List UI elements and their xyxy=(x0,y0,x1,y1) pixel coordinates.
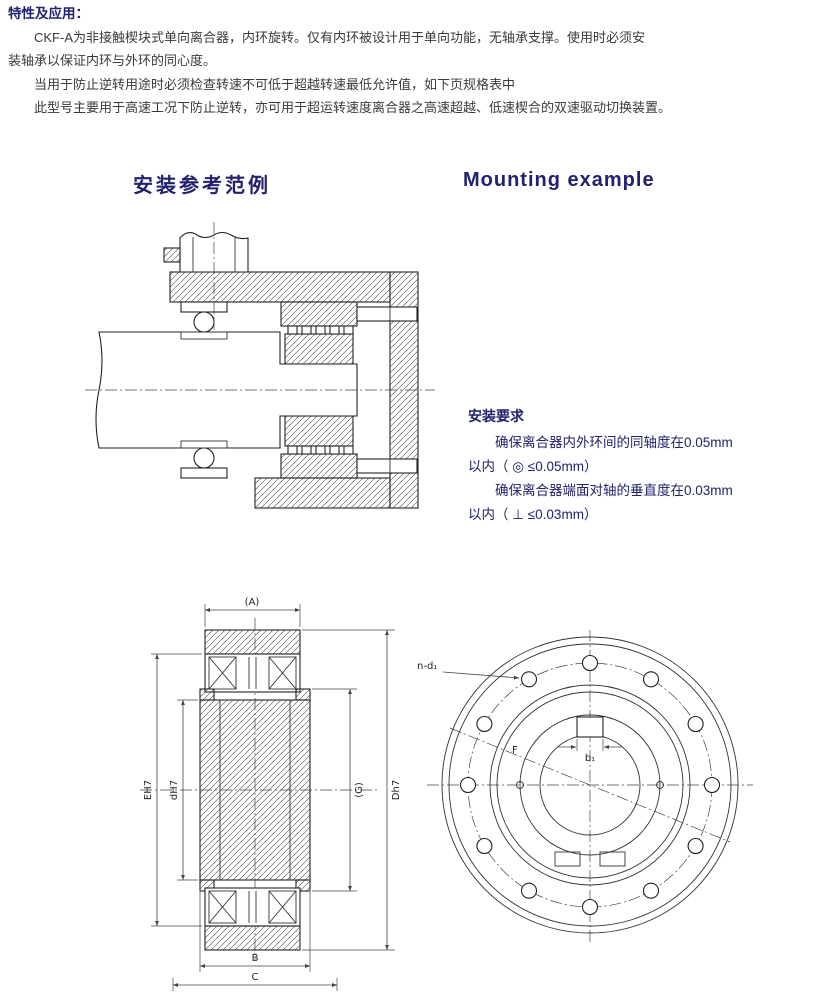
dimension-A: (A) xyxy=(204,597,301,627)
dimension-F: F xyxy=(512,745,518,756)
top-bearing-adapter xyxy=(204,629,301,693)
mounting-title-zh: 安装参考范例 xyxy=(133,175,271,197)
end-plate-bolts xyxy=(356,306,418,474)
dim-label-F: F xyxy=(512,745,518,756)
dimension-G: (G) xyxy=(312,688,365,892)
requirement-line: 以内（ ◎ ≤0.05mm） xyxy=(468,459,598,474)
dim-label-d: dH7 xyxy=(169,780,180,800)
ball-bearings xyxy=(180,301,228,479)
dim-label-C: C xyxy=(252,972,259,983)
center-lines xyxy=(427,630,753,942)
vertical-shaft-column xyxy=(163,231,249,273)
mounting-requirements: 安装要求 确保离合器内外环间的同轴度在0.05mm 以内（ ◎ ≤0.05mm）… xyxy=(468,404,816,527)
dim-label-E: EH7 xyxy=(143,780,154,800)
dimension-B: B xyxy=(199,892,311,972)
requirement-line: 以内（ ⊥ ≤0.03mm） xyxy=(468,507,598,522)
bottom-bearing-adapter xyxy=(204,887,301,951)
features-line: CKF-A为非接触楔块式单向离合器，内环旋转。仅有内环被设计用于单向功能，无轴承… xyxy=(34,29,646,45)
dimension-n-d1: n-d₁ xyxy=(417,661,520,680)
features-line: 此型号主要用于高速工况下防止逆转，亦可用于超运转速度离合器之高速超越、低速楔合的… xyxy=(34,100,672,115)
features-section: 特性及应用： CKF-A为非接触楔块式单向离合器，内环旋转。仅有内环被设计用于单… xyxy=(8,2,814,120)
requirement-line: 确保离合器内外环间的同轴度在0.05mm xyxy=(495,435,733,450)
keyway: b₁ xyxy=(558,716,622,764)
center-lines xyxy=(85,222,435,391)
bolt-holes xyxy=(459,654,721,916)
dimension-d: dH7 xyxy=(169,699,198,881)
dim-label-A: (A) xyxy=(245,597,260,608)
dim-label-n-d1: n-d₁ xyxy=(417,661,437,672)
dim-label-b1: b₁ xyxy=(585,753,595,764)
mounting-title-en: Mounting example xyxy=(463,169,655,191)
dimension-section-drawing: (A) EH7 dH7 (G) Dh7 B xyxy=(140,597,402,991)
dim-label-D: Dh7 xyxy=(391,780,402,800)
requirement-line: 确保离合器端面对轴的垂直度在0.03mm xyxy=(495,483,733,498)
dim-label-B: B xyxy=(252,953,259,964)
dimension-D: Dh7 xyxy=(302,629,402,951)
features-line: 当用于防止逆转用途时必须检查转速不可低于超越转速最低允许值，如下页规格表中 xyxy=(34,76,516,92)
hub-details xyxy=(516,781,664,867)
dimension-E: EH7 xyxy=(143,653,202,927)
requirements-heading: 安装要求 xyxy=(468,408,524,424)
front-view-drawing: b₁ n-d₁ F xyxy=(417,630,753,942)
features-heading: 特性及应用： xyxy=(8,6,89,21)
dimension-C: C xyxy=(172,972,338,991)
dim-label-G: (G) xyxy=(354,782,365,798)
clutch-body xyxy=(199,688,311,892)
clutch-rings xyxy=(280,301,358,479)
mounting-example-drawing xyxy=(85,222,435,509)
features-line: 装轴承以保证内环与外环的同心度。 xyxy=(8,53,217,68)
